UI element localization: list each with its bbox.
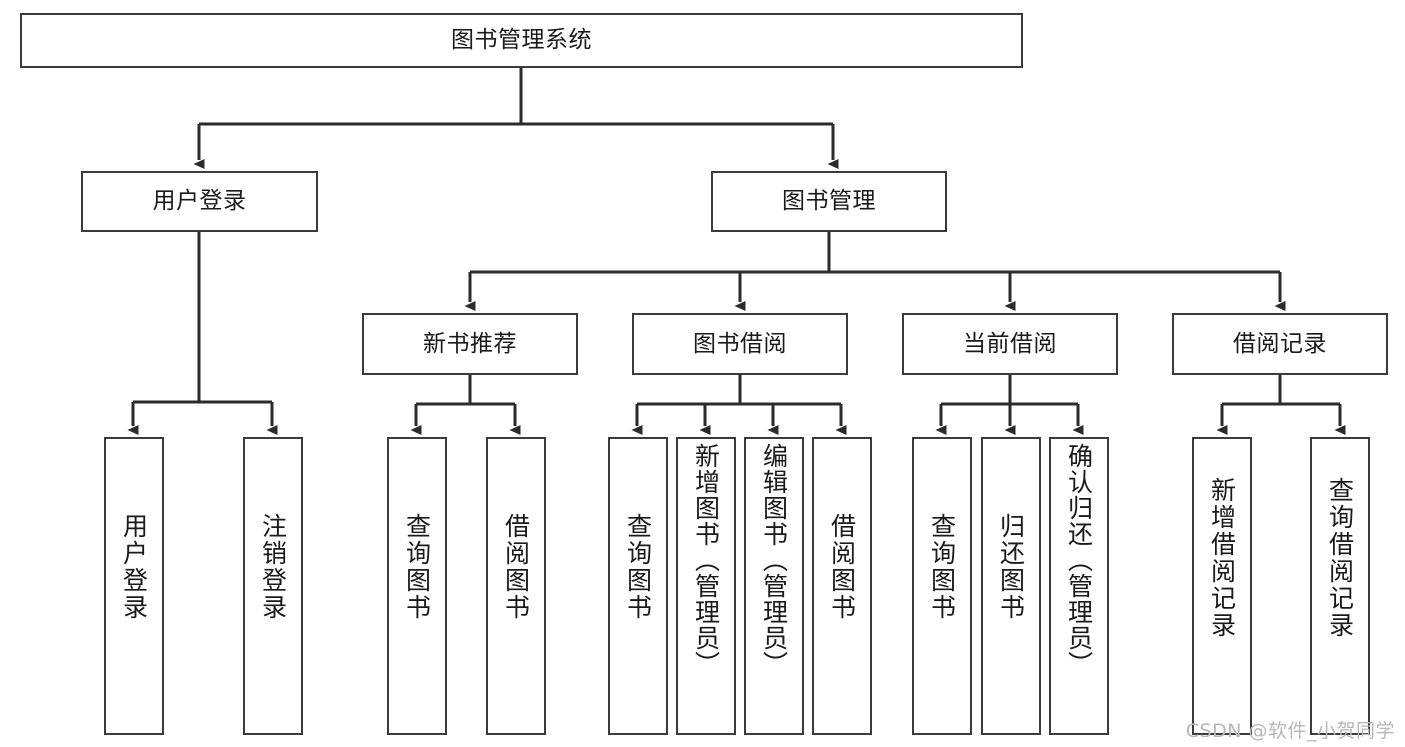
node-book-borrow[interactable]: 图书借阅: [632, 313, 848, 375]
leaf-query-books-current[interactable]: 查询图书: [912, 437, 972, 735]
leaf-edit-book-admin[interactable]: 编辑图书（管理员）: [744, 437, 804, 735]
node-label: 确认归还（管理员）: [1064, 443, 1094, 677]
leaf-query-books-newbook[interactable]: 查询图书: [387, 437, 447, 735]
leaf-confirm-return-admin[interactable]: 确认归还（管理员）: [1049, 437, 1109, 735]
node-label: 查询图书: [402, 513, 432, 621]
node-label: 归还图书: [996, 513, 1026, 621]
node-label: 查询图书: [927, 513, 957, 621]
node-label: 新增图书（管理员）: [691, 443, 721, 677]
node-label: 图书借阅: [693, 330, 787, 357]
leaf-add-borrow-record[interactable]: 新增借阅记录: [1192, 437, 1252, 735]
node-current-borrow[interactable]: 当前借阅: [902, 313, 1118, 375]
leaf-query-borrow-record[interactable]: 查询借阅记录: [1310, 437, 1370, 735]
leaf-return-books[interactable]: 归还图书: [981, 437, 1041, 735]
node-user-login[interactable]: 用户登录: [81, 171, 318, 232]
node-label: 查询图书: [623, 513, 653, 621]
node-label: 图书管理: [782, 188, 876, 215]
leaf-add-book-admin[interactable]: 新增图书（管理员）: [676, 437, 736, 735]
node-label: 借阅图书: [501, 513, 531, 621]
node-new-book-recommend[interactable]: 新书推荐: [362, 313, 578, 375]
leaf-logout[interactable]: 注销登录: [243, 437, 303, 735]
leaf-query-books-borrow[interactable]: 查询图书: [608, 437, 668, 735]
node-label: 借阅记录: [1233, 330, 1327, 357]
node-label: 图书管理系统: [451, 27, 592, 54]
leaf-borrow-books-newbook[interactable]: 借阅图书: [486, 437, 546, 735]
node-label: 借阅图书: [827, 513, 857, 621]
node-label: 编辑图书（管理员）: [759, 443, 789, 677]
leaf-borrow-books[interactable]: 借阅图书: [812, 437, 872, 735]
node-label: 查询借阅记录: [1325, 477, 1355, 639]
node-root[interactable]: 图书管理系统: [20, 13, 1023, 68]
node-label: 用户登录: [152, 188, 247, 215]
node-label: 当前借阅: [963, 330, 1057, 357]
node-book-management[interactable]: 图书管理: [711, 171, 947, 232]
node-borrow-records[interactable]: 借阅记录: [1172, 313, 1388, 375]
node-label: 新书推荐: [423, 330, 517, 357]
node-label: 用户登录: [119, 513, 149, 621]
node-label: 注销登录: [258, 513, 288, 621]
leaf-user-login[interactable]: 用户登录: [104, 437, 164, 735]
node-label: 新增借阅记录: [1207, 477, 1237, 639]
